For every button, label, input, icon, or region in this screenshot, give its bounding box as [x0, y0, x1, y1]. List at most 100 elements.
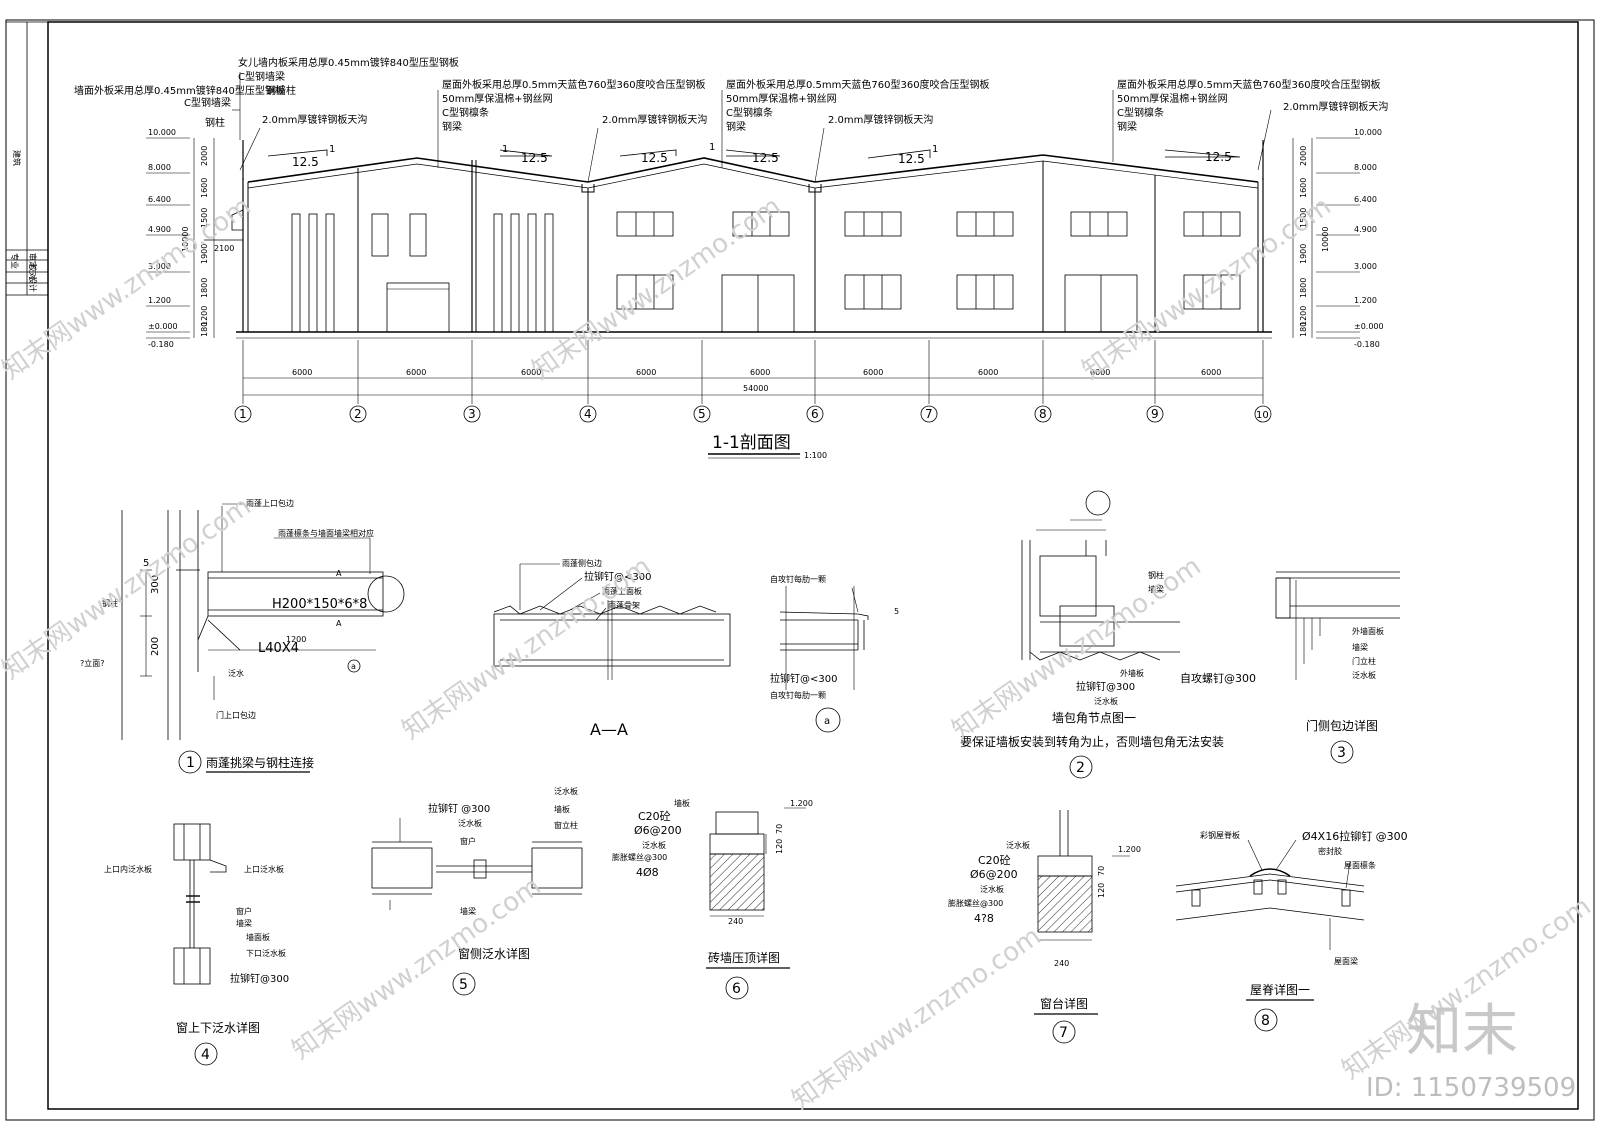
d2-label-1: 墙梁: [1148, 584, 1164, 594]
vdim-right-5: 1200: [1299, 306, 1308, 326]
vdim-right-6: 180: [1299, 322, 1308, 337]
roof-note-b-0: 屋面外板采用总厚0.5mm天蓝色760型360度咬合压型钢板: [726, 78, 990, 91]
d1-label-13: A: [336, 619, 342, 628]
a-label-1: 拉铆钉@<300: [770, 672, 837, 685]
d1-label-11: 5: [143, 558, 149, 569]
d8-label-2: 密封胶: [1318, 846, 1342, 856]
roof-note-b-2: C型钢檩条: [726, 106, 773, 119]
a-label-2: 自攻钉每肋一颗: [770, 690, 826, 700]
d6-label-3: 泛水板: [642, 840, 666, 850]
roof-note-a-2: C型钢檩条: [442, 106, 489, 119]
d2-note: 要保证墙板安装到转角为止，否则墙包角无法安装: [960, 734, 1224, 749]
roof-note-a-3: 钢梁: [442, 120, 462, 133]
d4-label-2: 窗户: [236, 906, 252, 916]
slope-label-2: 12.5: [521, 151, 548, 165]
a-label-4: a: [824, 716, 830, 727]
d4-label-5: 下口泛水板: [246, 948, 286, 958]
elev-right-1: 8.000: [1354, 163, 1377, 172]
d1-label-0: 雨蓬上口包边: [246, 498, 294, 508]
elev-right-7: -0.180: [1354, 340, 1380, 349]
d4-label-0: 上口内泛水板: [104, 864, 152, 874]
vdim-right-2: 1500: [1299, 208, 1308, 228]
watermark-7: 知末网www.znzmo.com: [287, 871, 547, 1065]
d1-label-6: 门上口包边: [216, 710, 256, 720]
title-block-text-2: 审定: [28, 253, 38, 269]
d7-label-1: C20砼: [978, 854, 1011, 867]
bay-dim-6: 6000: [863, 368, 883, 377]
slope-label-1: 12.5: [292, 155, 319, 169]
roof-note-a-1: 50mm厚保温棉+钢丝网: [442, 92, 553, 105]
d4-num: 4: [201, 1047, 210, 1063]
title-block-text-0: 建筑: [12, 150, 22, 166]
slope-label-6: 12.5: [1205, 150, 1232, 164]
d8-label-1: Ø4X16拉铆钉 @300: [1302, 829, 1408, 843]
d7-title: 窗台详图: [1040, 996, 1088, 1011]
d4-label-1: 上口泛水板: [244, 864, 284, 874]
d7-label-5: 4?8: [974, 912, 994, 925]
axis-4: 4: [584, 407, 592, 421]
d7-label-8: 70: [1097, 866, 1106, 876]
detail-a: [779, 586, 869, 733]
d6-label-1: C20砼: [638, 810, 671, 823]
d1-label-1: 雨蓬檩条与墙面墙梁相对应: [278, 528, 374, 538]
d7-label-0: 泛水板: [1006, 840, 1030, 850]
d6-title: 砖墙压顶详图: [708, 950, 780, 965]
axis-5: 5: [698, 407, 706, 421]
vdim-left-4: 1800: [200, 278, 209, 298]
total-height-left: 10000: [181, 227, 190, 252]
detail-2-corner: [1021, 490, 1180, 661]
vdim-right-4: 1800: [1299, 278, 1308, 298]
title-block: 建筑 专业 审定 校对 设计: [6, 21, 48, 296]
d7-label-2: Ø6@200: [970, 868, 1018, 881]
bay-dim-5: 6000: [750, 368, 770, 377]
d4-label-4: 墙面板: [246, 932, 270, 942]
title-block-text-4: 设计: [28, 276, 38, 292]
detail-5-window-side: [371, 818, 583, 996]
d3-label-0: 外墙面板: [1352, 626, 1384, 636]
vdim-left-3: 1900: [200, 244, 209, 264]
d3-title: 门侧包边详图: [1306, 718, 1378, 733]
bay-dim-labels: 6000 6000 6000 6000 6000 6000 6000 6000 …: [292, 368, 1221, 393]
axis-6: 6: [811, 407, 819, 421]
detail-7-sill: [1037, 810, 1130, 1044]
d8-label-4: 屋面梁: [1334, 957, 1358, 966]
axis-3: 3: [468, 407, 476, 421]
roof-note-b-1: 50mm厚保温棉+钢丝网: [726, 92, 837, 105]
aa-title: A—A: [590, 720, 628, 739]
d1-label-9: 300: [150, 575, 161, 594]
vdim-left-2: 1500: [200, 208, 209, 228]
elev-left-7: -0.180: [148, 340, 174, 349]
d3-label-3: 泛水板: [1352, 670, 1376, 680]
detail-3-door-jamb: [1275, 571, 1400, 764]
d1-label-4: L40X4: [258, 641, 299, 656]
roof-note-c-1: 50mm厚保温棉+钢丝网: [1117, 92, 1228, 105]
slope-one-2: 1: [502, 144, 508, 155]
d2-label-3: 泛水板: [1094, 696, 1118, 706]
detail-6-brick-coping: [709, 807, 806, 1000]
section-elevation: 12.5 12.5 12.5 12.5 12.5 12.5 1 1 1 1: [204, 72, 1272, 339]
slope-one-1: 1: [329, 144, 335, 155]
bay-dim-3: 6000: [521, 368, 541, 377]
vdim-left-6: 180: [200, 322, 209, 337]
horizontal-dimensions: [242, 340, 1264, 404]
d1-label-3: H200*150*6*8: [272, 597, 367, 612]
image-id: ID: 1150739509: [1366, 1073, 1576, 1103]
d3-label-1: 墙梁: [1352, 642, 1368, 652]
vdim-right-1: 1600: [1299, 178, 1308, 198]
elevation-markers: [146, 137, 1360, 339]
elev-left-1: 8.000: [148, 163, 171, 172]
elev-right-4: 3.000: [1354, 262, 1377, 271]
d5-label-2: 窗户: [460, 836, 476, 846]
d1-label-12: A: [336, 569, 342, 578]
detail-8-ridge: [1175, 839, 1365, 1032]
sheet-outer-border: [5, 19, 1595, 1121]
d6-label-8: 70: [775, 824, 784, 834]
section-title: 1-1剖面图: [712, 433, 791, 453]
d1-label-7: ?立面?: [80, 658, 105, 668]
d7-label-7: 120: [1097, 883, 1106, 898]
section-scale: 1:100: [804, 451, 827, 460]
d2-label-0: 钢柱: [1148, 570, 1164, 580]
vdim-left-1: 1600: [200, 178, 209, 198]
d6-label-9: 240: [728, 917, 743, 926]
elev-right-2: 6.400: [1354, 195, 1377, 204]
